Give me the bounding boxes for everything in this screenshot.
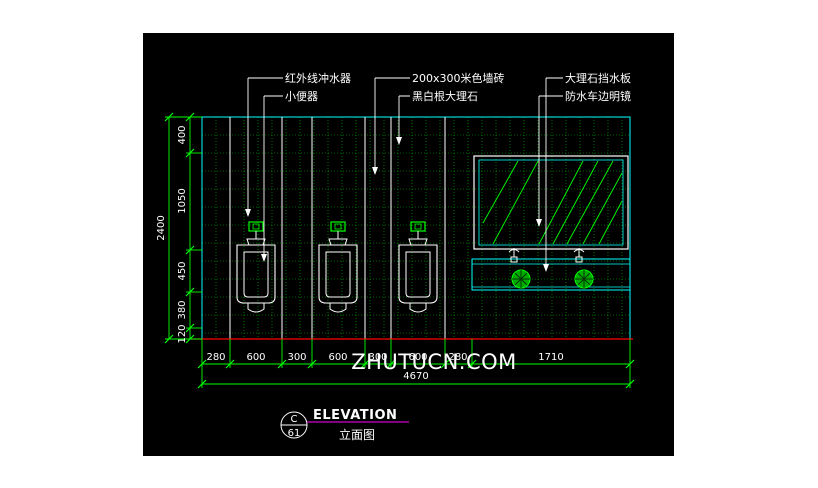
faucet-left <box>508 248 520 263</box>
dim-600-c: 600 <box>408 352 427 363</box>
leader-mirror <box>538 95 563 223</box>
elevation-drawing: 红外线冲水器 小便器 200x300米色墙砖 黑白根大理石 大理石挡水板 防水车… <box>156 71 635 442</box>
label-marble-strip: 黑白根大理石 <box>412 89 478 103</box>
dim-450: 450 <box>177 261 188 280</box>
cad-drawing-area: 红外线冲水器 小便器 200x300米色墙砖 黑白根大理石 大理石挡水板 防水车… <box>143 33 674 456</box>
urinal <box>318 221 358 313</box>
dim-280-b: 280 <box>448 352 467 363</box>
leader-arrowheads <box>245 137 549 272</box>
reference-sheet: 61 <box>288 428 301 439</box>
dim-1050: 1050 <box>177 188 188 213</box>
drawing-title: ELEVATION <box>313 408 397 423</box>
dim-380: 380 <box>177 300 188 319</box>
leader-wall-tile <box>374 77 410 171</box>
basin-right <box>574 269 594 289</box>
dim-4670: 4670 <box>403 371 428 382</box>
dim-120: 120 <box>177 324 188 343</box>
vertical-dimension-ticks <box>164 112 195 344</box>
dim-300-b: 300 <box>368 352 387 363</box>
horizontal-dimension-ticks <box>197 359 635 389</box>
leader-urinal <box>263 95 283 258</box>
dim-280-a: 280 <box>206 352 225 363</box>
mirror <box>473 155 629 250</box>
dim-600-a: 600 <box>246 352 265 363</box>
title-block: C 61 ELEVATION 立面图 <box>280 408 409 442</box>
partition-lines <box>229 117 446 339</box>
mirror-reflection-lines <box>482 160 623 245</box>
dim-400: 400 <box>177 125 188 144</box>
dim-2400: 2400 <box>156 215 167 240</box>
watermark: ZHUTUCN.COM <box>351 350 517 374</box>
faucet-right <box>573 248 585 263</box>
leader-marble <box>398 95 410 141</box>
basin-left <box>511 269 531 289</box>
tile-grid <box>202 117 630 339</box>
reference-code: C <box>291 414 298 425</box>
dim-300-a: 300 <box>287 352 306 363</box>
leader-lines <box>247 77 563 268</box>
leader-splash <box>545 77 563 268</box>
urinals-group <box>236 221 438 313</box>
urinal <box>236 221 276 313</box>
vanity-counter <box>471 258 631 291</box>
label-wall-tile: 200x300米色墙砖 <box>412 71 505 85</box>
drawing-subtitle: 立面图 <box>339 427 375 442</box>
dim-600-b: 600 <box>328 352 347 363</box>
label-marble-splash: 大理石挡水板 <box>565 71 631 85</box>
leader-infrared <box>247 77 283 213</box>
label-urinal: 小便器 <box>285 90 318 103</box>
dim-1710: 1710 <box>538 352 563 363</box>
vertical-dimension-lines <box>165 116 202 340</box>
label-infrared-flusher: 红外线冲水器 <box>285 71 351 85</box>
urinal <box>398 221 438 313</box>
label-mirror: 防水车边明镜 <box>565 89 631 103</box>
